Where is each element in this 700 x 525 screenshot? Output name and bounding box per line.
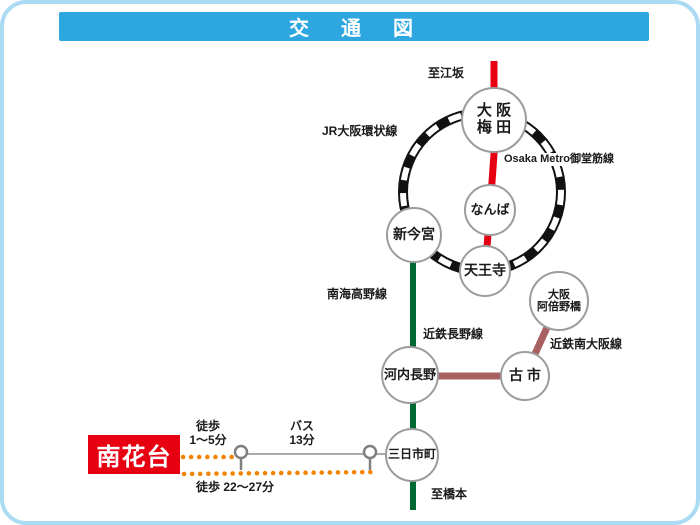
bus-stop-icon xyxy=(233,444,249,470)
midosuji-label: Osaka Metro御堂筋線 xyxy=(502,153,617,167)
station-shin-imamiya: 新今宮 xyxy=(386,207,442,263)
station-osaka-abenobashi-line2: 阿倍野橋 xyxy=(537,301,581,313)
station-mikkaichicho-label: 三日市町 xyxy=(387,447,436,462)
station-namba-label: なんば xyxy=(470,201,510,217)
station-namba: なんば xyxy=(464,184,516,236)
walk-short-label-line1: 徒歩 xyxy=(195,419,220,433)
bus-label: バス 13分 xyxy=(270,419,334,448)
bus-label-line1: バス xyxy=(289,419,314,433)
kintetsu-nagano-label: 近鉄長野線 xyxy=(423,327,484,341)
jr-loop-label: JR大阪環状線 xyxy=(322,124,398,138)
walk-long-label: 徒歩 22〜27分 xyxy=(196,480,275,494)
station-tennoji-label: 天王寺 xyxy=(464,262,506,279)
station-osaka-umeda-line2: 梅 田 xyxy=(476,119,512,136)
bus-stop-icon xyxy=(362,444,378,470)
station-shin-imamiya-label: 新今宮 xyxy=(393,226,435,243)
walk-short-label: 徒歩 1〜5分 xyxy=(176,419,240,448)
walk-long-dotted-line xyxy=(181,469,380,477)
station-osaka-umeda-line1: 大 阪 xyxy=(476,102,512,120)
to-hashimoto-label: 至橋本 xyxy=(431,487,468,501)
station-furuichi-label: 古 市 xyxy=(509,367,541,384)
station-osaka-umeda: 大 阪 梅 田 xyxy=(461,87,527,153)
kintetsu-minami-osaka-label: 近鉄南大阪線 xyxy=(550,337,623,351)
station-mikkaichicho: 三日市町 xyxy=(385,428,439,482)
bus-label-line2: 13分 xyxy=(289,433,315,448)
to-esaka-label: 至江坂 xyxy=(428,66,465,80)
station-kawachinagano: 河内長野 xyxy=(381,346,439,404)
walk-short-label-line2: 1〜5分 xyxy=(189,433,227,448)
station-tennoji: 天王寺 xyxy=(459,245,511,297)
station-osaka-abenobashi: 大阪 阿倍野橋 xyxy=(529,271,589,331)
station-kawachinagano-label: 河内長野 xyxy=(383,366,436,382)
nankai-koya-label: 南海高野線 xyxy=(327,287,388,301)
station-furuichi: 古 市 xyxy=(500,351,550,401)
page-title: 交 通 図 xyxy=(59,12,649,41)
station-osaka-abenobashi-line1: 大阪 xyxy=(548,288,570,301)
origin-nankadai-box: 南花台 xyxy=(88,435,180,474)
